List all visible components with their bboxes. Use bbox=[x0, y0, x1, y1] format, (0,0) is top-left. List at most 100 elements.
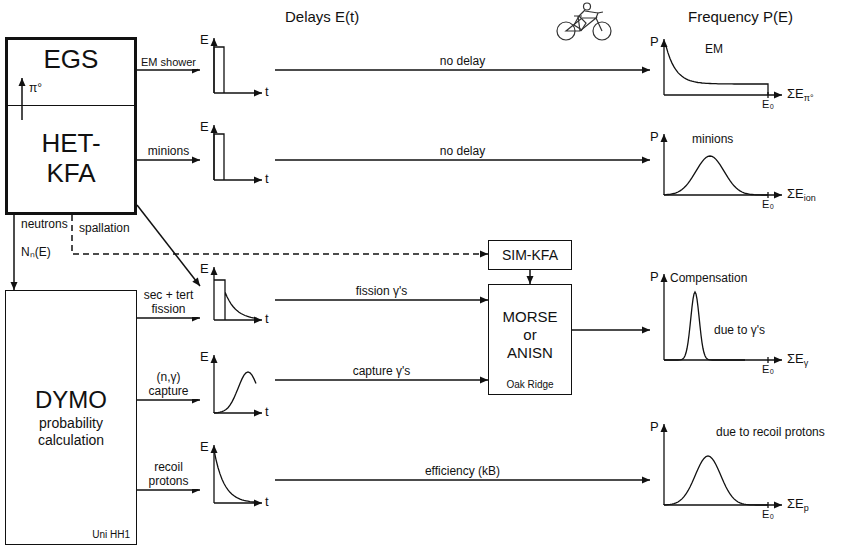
connector-label: no delay bbox=[439, 145, 486, 159]
connector bbox=[11, 215, 18, 290]
axis-label: P bbox=[650, 130, 659, 144]
arrow-head bbox=[192, 157, 200, 164]
connector-label: EM shower bbox=[140, 56, 197, 69]
axis-label: P bbox=[650, 420, 659, 434]
connector-label: fission γ's bbox=[355, 285, 409, 299]
axis-subscript: γ bbox=[804, 359, 809, 369]
axis-arrow bbox=[661, 134, 668, 142]
axis-label: P bbox=[650, 270, 659, 284]
axis-label: ΣE bbox=[787, 87, 804, 101]
delay-plot: Et bbox=[200, 350, 275, 425]
axis-arrow bbox=[254, 500, 262, 507]
connector-line bbox=[13, 215, 15, 290]
axis-label: t bbox=[265, 495, 269, 509]
connector-line bbox=[137, 69, 200, 71]
box-title: HET-KFA bbox=[31, 129, 111, 189]
connector-label: (n,γ) capture bbox=[139, 371, 199, 399]
axis-tick bbox=[767, 357, 768, 363]
connector-label: minions bbox=[147, 145, 190, 159]
axis-subscript: p bbox=[804, 504, 809, 514]
axis-arrow bbox=[254, 317, 262, 324]
connector-line bbox=[137, 317, 200, 319]
connector-line bbox=[275, 159, 650, 161]
connector-line bbox=[137, 159, 200, 161]
connector-label: sec + tert fission bbox=[139, 289, 199, 317]
plot-axes bbox=[200, 262, 275, 332]
box-title: DYMO bbox=[35, 386, 107, 415]
axis-label: E bbox=[200, 440, 209, 454]
connector bbox=[527, 270, 534, 284]
arrow-head bbox=[480, 377, 488, 384]
axis-label: E bbox=[200, 33, 209, 47]
delay-plot: Et bbox=[200, 33, 275, 105]
connector-line bbox=[275, 69, 650, 71]
connector-line bbox=[137, 399, 200, 401]
arrow-head bbox=[642, 67, 650, 74]
program-box: DYMOprobability calculationUni HH1 bbox=[5, 290, 137, 545]
box-title: SIM-KFA bbox=[502, 247, 558, 263]
axis-arrow bbox=[254, 177, 262, 184]
axis-arrow bbox=[661, 274, 668, 282]
plot-curve bbox=[214, 280, 257, 320]
arrow-head bbox=[480, 251, 488, 258]
column-heading: Delays E(t) bbox=[285, 8, 359, 25]
axis-arrow bbox=[661, 39, 668, 47]
axis-subscript: ion bbox=[804, 194, 816, 204]
axis-arrow bbox=[661, 424, 668, 432]
box-body: probability calculation bbox=[21, 415, 121, 449]
delay-plot: Et bbox=[200, 120, 275, 192]
curve-label: minions bbox=[692, 133, 733, 146]
connector-line bbox=[572, 329, 650, 331]
connector-line bbox=[137, 205, 200, 286]
connector bbox=[72, 215, 488, 258]
connector-line bbox=[137, 489, 200, 491]
axis-arrow bbox=[774, 502, 782, 509]
arrow-head bbox=[642, 477, 650, 484]
axis-arrow bbox=[254, 90, 262, 97]
axis-line bbox=[663, 424, 664, 505]
column-heading: Frequency P(E) bbox=[688, 8, 793, 25]
arrow-head bbox=[11, 282, 18, 290]
delay-plot: Et bbox=[200, 440, 275, 515]
axis-arrow bbox=[211, 267, 218, 275]
box-title: MORSE or ANISN bbox=[499, 308, 561, 362]
connector-label: recoil protons bbox=[139, 461, 199, 489]
curve-label: due to γ's bbox=[714, 324, 765, 337]
axis-subscript: π° bbox=[804, 94, 814, 104]
axis-arrow bbox=[254, 410, 262, 417]
program-box: HET-KFA bbox=[5, 105, 137, 215]
axis-line bbox=[664, 94, 782, 95]
plot-axes bbox=[200, 120, 275, 192]
axis-label: t bbox=[265, 312, 269, 326]
connector-label: no delay bbox=[439, 55, 486, 69]
connector-label: spallation bbox=[78, 222, 131, 236]
plot-curve bbox=[214, 134, 224, 180]
axis-line bbox=[663, 274, 664, 360]
connector-label: π° bbox=[28, 82, 43, 96]
axis-arrow bbox=[211, 125, 218, 133]
axis-label: ΣE bbox=[787, 352, 804, 366]
axis-line bbox=[663, 39, 664, 95]
axis-label: E₀ bbox=[762, 508, 774, 520]
axis-label: P bbox=[650, 35, 659, 49]
program-box: SIM-KFA bbox=[488, 240, 572, 270]
plot-axes bbox=[200, 440, 275, 515]
axis-arrow bbox=[211, 38, 218, 46]
program-box: MORSE or ANISN Oak Ridge bbox=[488, 284, 572, 395]
program-box: EGS bbox=[5, 37, 137, 105]
connector-line bbox=[72, 215, 488, 254]
connector-line bbox=[275, 379, 488, 381]
arrow-head bbox=[527, 276, 534, 284]
axis-line bbox=[663, 134, 664, 195]
connector bbox=[19, 78, 26, 120]
axis-label: t bbox=[265, 85, 269, 99]
plot-axes bbox=[200, 33, 275, 105]
frequency-plot: PEME₀ΣEπ° bbox=[650, 35, 835, 115]
axis-label: ΣE bbox=[787, 187, 804, 201]
arrow-head bbox=[19, 78, 26, 86]
axis-arrow bbox=[774, 192, 782, 199]
institute-note: Oak Ridge bbox=[489, 379, 571, 390]
arrow-head bbox=[192, 278, 200, 286]
delay-plot: Et bbox=[200, 262, 275, 332]
curve-label: EM bbox=[705, 43, 723, 56]
